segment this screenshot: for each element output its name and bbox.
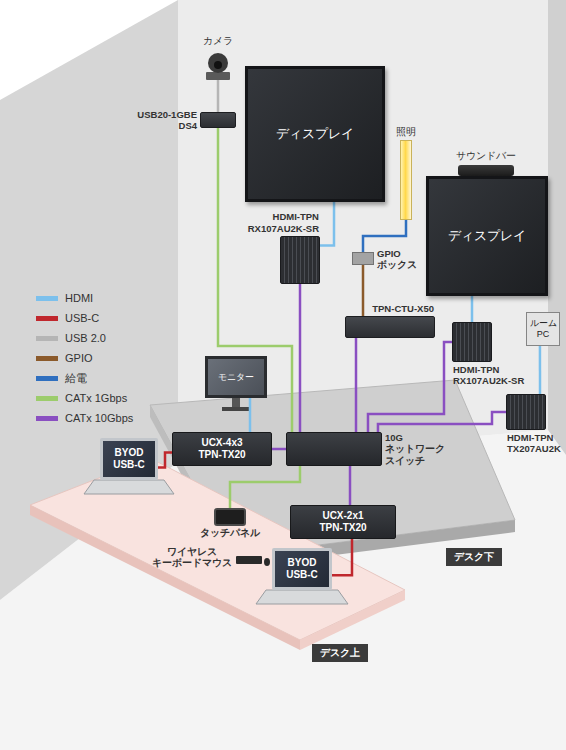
- cable: [332, 539, 352, 575]
- legend-row: CATx 10Gbps: [36, 408, 133, 428]
- device-label: 照明: [396, 126, 416, 138]
- legend-swatch: [36, 356, 58, 361]
- device-text: UCX-2x1 TPN-TX20: [313, 510, 373, 534]
- device-label: GPIO ボックス: [377, 247, 419, 270]
- device-text: ディスプレイ: [448, 228, 526, 244]
- cable: [320, 202, 334, 246]
- cable: [362, 265, 365, 316]
- legend-text: CATx 1Gbps: [65, 392, 127, 404]
- cable: [272, 448, 286, 451]
- legend-text: USB-C: [65, 312, 99, 324]
- display-panel: ディスプレイ: [426, 176, 548, 296]
- display-panel: ディスプレイ: [245, 66, 385, 202]
- legend-text: GPIO: [65, 352, 93, 364]
- legend-text: 給電: [65, 371, 87, 386]
- legend-text: HDMI: [65, 292, 93, 304]
- legend-swatch: [36, 416, 58, 421]
- right-wall: [548, 0, 566, 455]
- receiver-box: HDMI-TPN RX107AU2K-SR: [280, 236, 320, 284]
- desk-upper-top: [30, 458, 405, 640]
- device-label: サウンドバー: [456, 150, 516, 162]
- device-label: HDMI-TPN RX107AU2K-SR: [453, 364, 535, 387]
- laptop-base: [84, 480, 174, 494]
- device-label: HDMI-TPN TX207AU2K: [507, 432, 566, 455]
- device-text: デスク下: [454, 551, 494, 563]
- legend-row: USB 2.0: [36, 328, 133, 348]
- cable: [539, 346, 542, 394]
- gpio-box: GPIO ボックス: [352, 252, 374, 265]
- camera-lens: [214, 61, 222, 69]
- cable: [378, 412, 506, 432]
- legend-swatch: [36, 396, 58, 401]
- monitor: モニター: [205, 356, 267, 398]
- room-pc: ルーム PC: [526, 312, 560, 346]
- camera-base: [206, 72, 230, 80]
- device-text: モニター: [218, 372, 254, 383]
- touch-panel: タッチパネル: [214, 508, 246, 526]
- cable: [349, 466, 352, 505]
- camera: カメラ: [200, 50, 236, 80]
- control-box: TPN-CTU-X50: [345, 316, 435, 338]
- device-label: タッチパネル: [200, 527, 260, 538]
- area-tag: デスク上: [312, 644, 368, 662]
- cable: [299, 284, 302, 432]
- keyboard-icon: [236, 556, 262, 564]
- device-text: ルーム PC: [528, 318, 558, 340]
- cable: [217, 80, 220, 112]
- network-switch: 10G ネットワーク スイッチ: [286, 432, 382, 466]
- cable: [249, 398, 252, 432]
- device-label: HDMI-TPN RX107AU2K-SR: [237, 211, 319, 234]
- desk-upper-side: [30, 505, 300, 650]
- legend-text: USB 2.0: [65, 332, 106, 344]
- converter-box: USB20-1GBE DS4: [200, 112, 236, 128]
- light-bar: 照明: [400, 140, 412, 220]
- legend-row: HDMI: [36, 288, 133, 308]
- legend: HDMI USB-C USB 2.0GPIO 給電 CATx 1GbpsCATx 10G…: [36, 288, 133, 428]
- device-label: 10G ネットワーク スイッチ: [385, 432, 449, 466]
- legend-text: CATx 10Gbps: [65, 412, 133, 424]
- device-text: BYOD USB-C: [109, 447, 149, 471]
- cable: [158, 452, 172, 467]
- device-label: USB20-1GBE DS4: [131, 109, 197, 132]
- camera-dome: [208, 53, 228, 73]
- device-text: デスク上: [320, 647, 360, 659]
- legend-row: CATx 1Gbps: [36, 388, 133, 408]
- legend-row: 給電: [36, 368, 133, 388]
- legend-row: GPIO: [36, 348, 133, 368]
- receiver-box: HDMI-TPN RX107AU2K-SR: [452, 322, 492, 362]
- laptop-screen: BYOD USB-C: [272, 548, 332, 590]
- switcher-box: UCX-2x1 TPN-TX20: [290, 505, 396, 539]
- laptop-base: [256, 590, 348, 604]
- laptop-screen: BYOD USB-C: [100, 438, 158, 480]
- cable: [355, 338, 358, 432]
- cable: [230, 466, 300, 508]
- area-tag: デスク下: [446, 548, 502, 566]
- legend-swatch: [36, 316, 58, 321]
- legend-row: USB-C: [36, 308, 133, 328]
- monitor-foot: [222, 407, 250, 411]
- legend-swatch: [36, 336, 58, 341]
- device-text: ディスプレイ: [276, 126, 354, 142]
- device-label: カメラ: [203, 35, 233, 47]
- switcher-box: UCX-4x3 TPN-TX20: [172, 432, 272, 466]
- device-label: TPN-CTU-X50: [372, 303, 434, 314]
- legend-swatch: [36, 376, 58, 381]
- cable: [368, 342, 452, 432]
- device-text: BYOD USB-C: [282, 557, 322, 581]
- transmitter-box: HDMI-TPN TX207AU2K: [506, 394, 546, 430]
- part-label: ワイヤレス キーボードマウス: [150, 546, 234, 569]
- monitor-stand: [232, 398, 240, 408]
- cable: [471, 296, 474, 322]
- mouse-icon: [264, 558, 270, 566]
- legend-swatch: [36, 296, 58, 301]
- soundbar: サウンドバー: [458, 165, 514, 176]
- device-text: UCX-4x3 TPN-TX20: [192, 437, 252, 461]
